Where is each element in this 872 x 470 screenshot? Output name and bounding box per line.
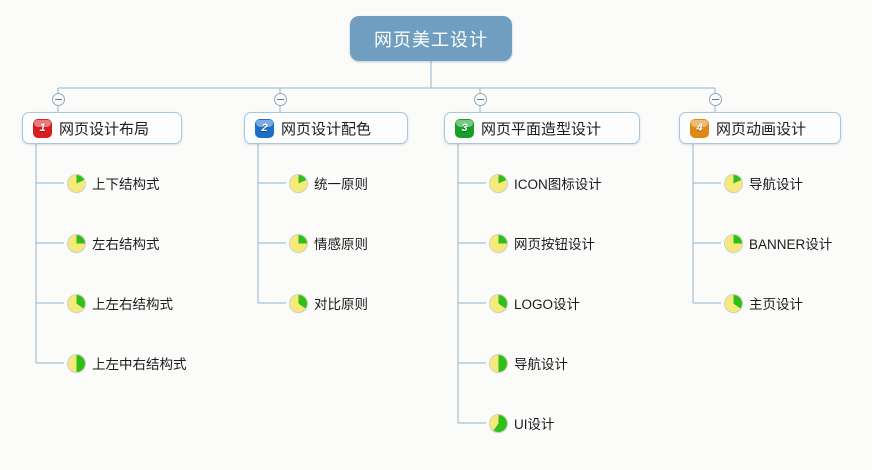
leaf-node-label: ICON图标设计 (514, 177, 602, 192)
leaf-node[interactable]: 主页设计 (725, 292, 803, 314)
root-node[interactable]: 网页美工设计 (350, 16, 512, 61)
branch-number-label: 4 (696, 122, 703, 134)
leaf-node[interactable]: 对比原则 (290, 292, 368, 314)
root-node-label: 网页美工设计 (374, 29, 488, 50)
branch-node-label: 网页动画设计 (716, 120, 807, 138)
leaf-node-label: 上下结构式 (92, 177, 160, 192)
leaf-node[interactable]: 上下结构式 (68, 172, 160, 194)
pie-progress-icon (290, 294, 307, 312)
pie-progress-icon (68, 294, 85, 312)
collapse-toggle-branch-2[interactable] (273, 93, 287, 106)
branch-number-badge: 3 (455, 118, 474, 138)
pie-progress-icon (490, 294, 507, 312)
leaf-node-label: 导航设计 (749, 177, 803, 192)
branch-node-4[interactable]: 4 网页动画设计 (679, 112, 841, 144)
pie-progress-icon (490, 174, 507, 192)
leaf-node-label: 左右结构式 (92, 237, 160, 252)
branch-number-label: 1 (39, 122, 46, 134)
leaf-node-label: 对比原则 (314, 297, 368, 312)
pie-progress-icon (68, 174, 85, 192)
leaf-node-label: 主页设计 (749, 297, 803, 312)
leaf-node[interactable]: 导航设计 (490, 352, 568, 374)
leaf-node-label: BANNER设计 (749, 237, 833, 252)
leaf-node[interactable]: 左右结构式 (68, 232, 160, 254)
branch-number-label: 3 (461, 122, 468, 134)
branch-node-label: 网页平面造型设计 (481, 120, 602, 138)
leaf-node-label: 网页按钮设计 (514, 237, 595, 252)
branch-node-label: 网页设计布局 (59, 120, 150, 138)
branch-number-badge: 1 (33, 118, 52, 138)
pie-progress-icon (725, 234, 742, 252)
collapse-toggle-branch-3[interactable] (473, 93, 487, 106)
pie-progress-icon (290, 174, 307, 192)
pie-progress-icon (490, 234, 507, 252)
leaf-node[interactable]: 上左右结构式 (68, 292, 173, 314)
pie-progress-icon (290, 234, 307, 252)
branch-node-1[interactable]: 1 网页设计布局 (22, 112, 182, 144)
branch-node-3[interactable]: 3 网页平面造型设计 (444, 112, 640, 144)
pie-progress-icon (725, 174, 742, 192)
leaf-node[interactable]: 网页按钮设计 (490, 232, 595, 254)
collapse-toggle-branch-1[interactable] (51, 93, 65, 106)
leaf-node-label: LOGO设计 (514, 297, 581, 312)
collapse-toggle-branch-4[interactable] (708, 93, 722, 106)
leaf-node[interactable]: UI设计 (490, 412, 555, 434)
branch-number-label: 2 (261, 122, 268, 134)
leaf-node-label: 上左中右结构式 (92, 357, 187, 372)
branch-node-label: 网页设计配色 (281, 120, 372, 138)
branch-number-badge: 4 (690, 118, 709, 138)
pie-progress-icon (725, 294, 742, 312)
pie-progress-icon (68, 234, 85, 252)
leaf-node[interactable]: LOGO设计 (490, 292, 580, 314)
pie-progress-icon (490, 414, 507, 432)
branch-node-2[interactable]: 2 网页设计配色 (244, 112, 408, 144)
branch-number-badge: 2 (255, 118, 274, 138)
leaf-node[interactable]: 上左中右结构式 (68, 352, 187, 374)
leaf-node-label: 上左右结构式 (92, 297, 173, 312)
leaf-node-label: 导航设计 (514, 357, 568, 372)
leaf-node-label: 情感原则 (314, 237, 368, 252)
leaf-node[interactable]: 情感原则 (290, 232, 368, 254)
leaf-node[interactable]: 统一原则 (290, 172, 368, 194)
pie-progress-icon (68, 354, 85, 372)
leaf-node[interactable]: BANNER设计 (725, 232, 832, 254)
leaf-node-label: 统一原则 (314, 177, 368, 192)
leaf-node[interactable]: ICON图标设计 (490, 172, 602, 194)
pie-progress-icon (490, 354, 507, 372)
leaf-node[interactable]: 导航设计 (725, 172, 803, 194)
leaf-node-label: UI设计 (514, 417, 555, 432)
